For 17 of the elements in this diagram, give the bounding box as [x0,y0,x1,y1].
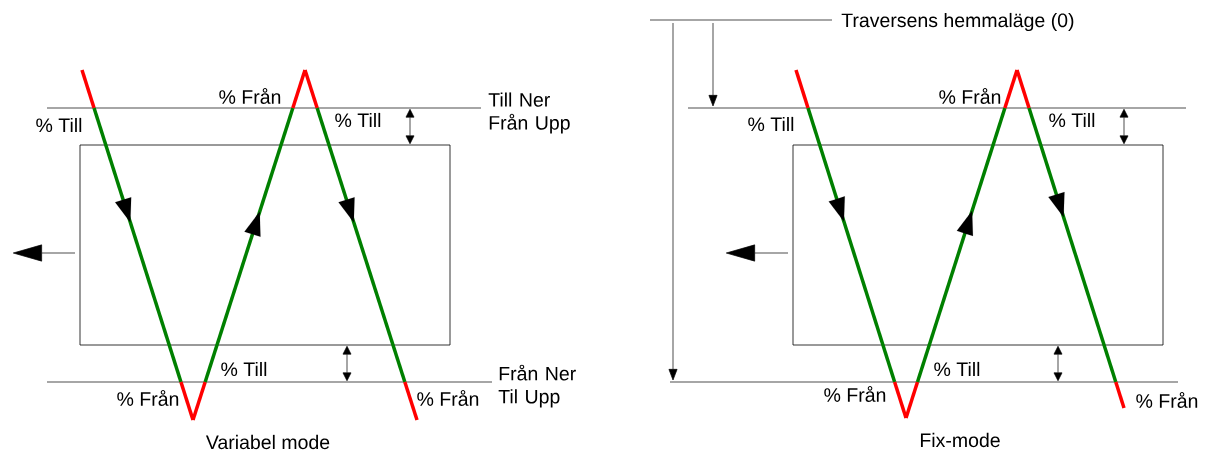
level-label: Från Ner Til Upp [498,364,576,408]
home-position-label: Traversens hemmaläge (0) [841,12,1074,32]
caption-text: Variabel mode [205,434,330,450]
frame-box [792,144,1164,346]
caption-text: Fix-mode [921,432,1000,448]
percent-label: % Från [939,88,1001,104]
frame-box [79,144,451,346]
percent-label: % Från [1136,392,1198,408]
percent-label: % Till [335,112,381,128]
percent-label: % Till [748,116,794,132]
percent-label: % Från [417,390,479,406]
percent-label: % Till [1049,112,1095,128]
percent-label: % Från [219,88,281,104]
percent-label: % Till [36,117,82,133]
percent-label: % Från [824,386,886,402]
level-label: Till Ner Från Upp [488,92,570,134]
percent-label: % Från [117,390,179,406]
